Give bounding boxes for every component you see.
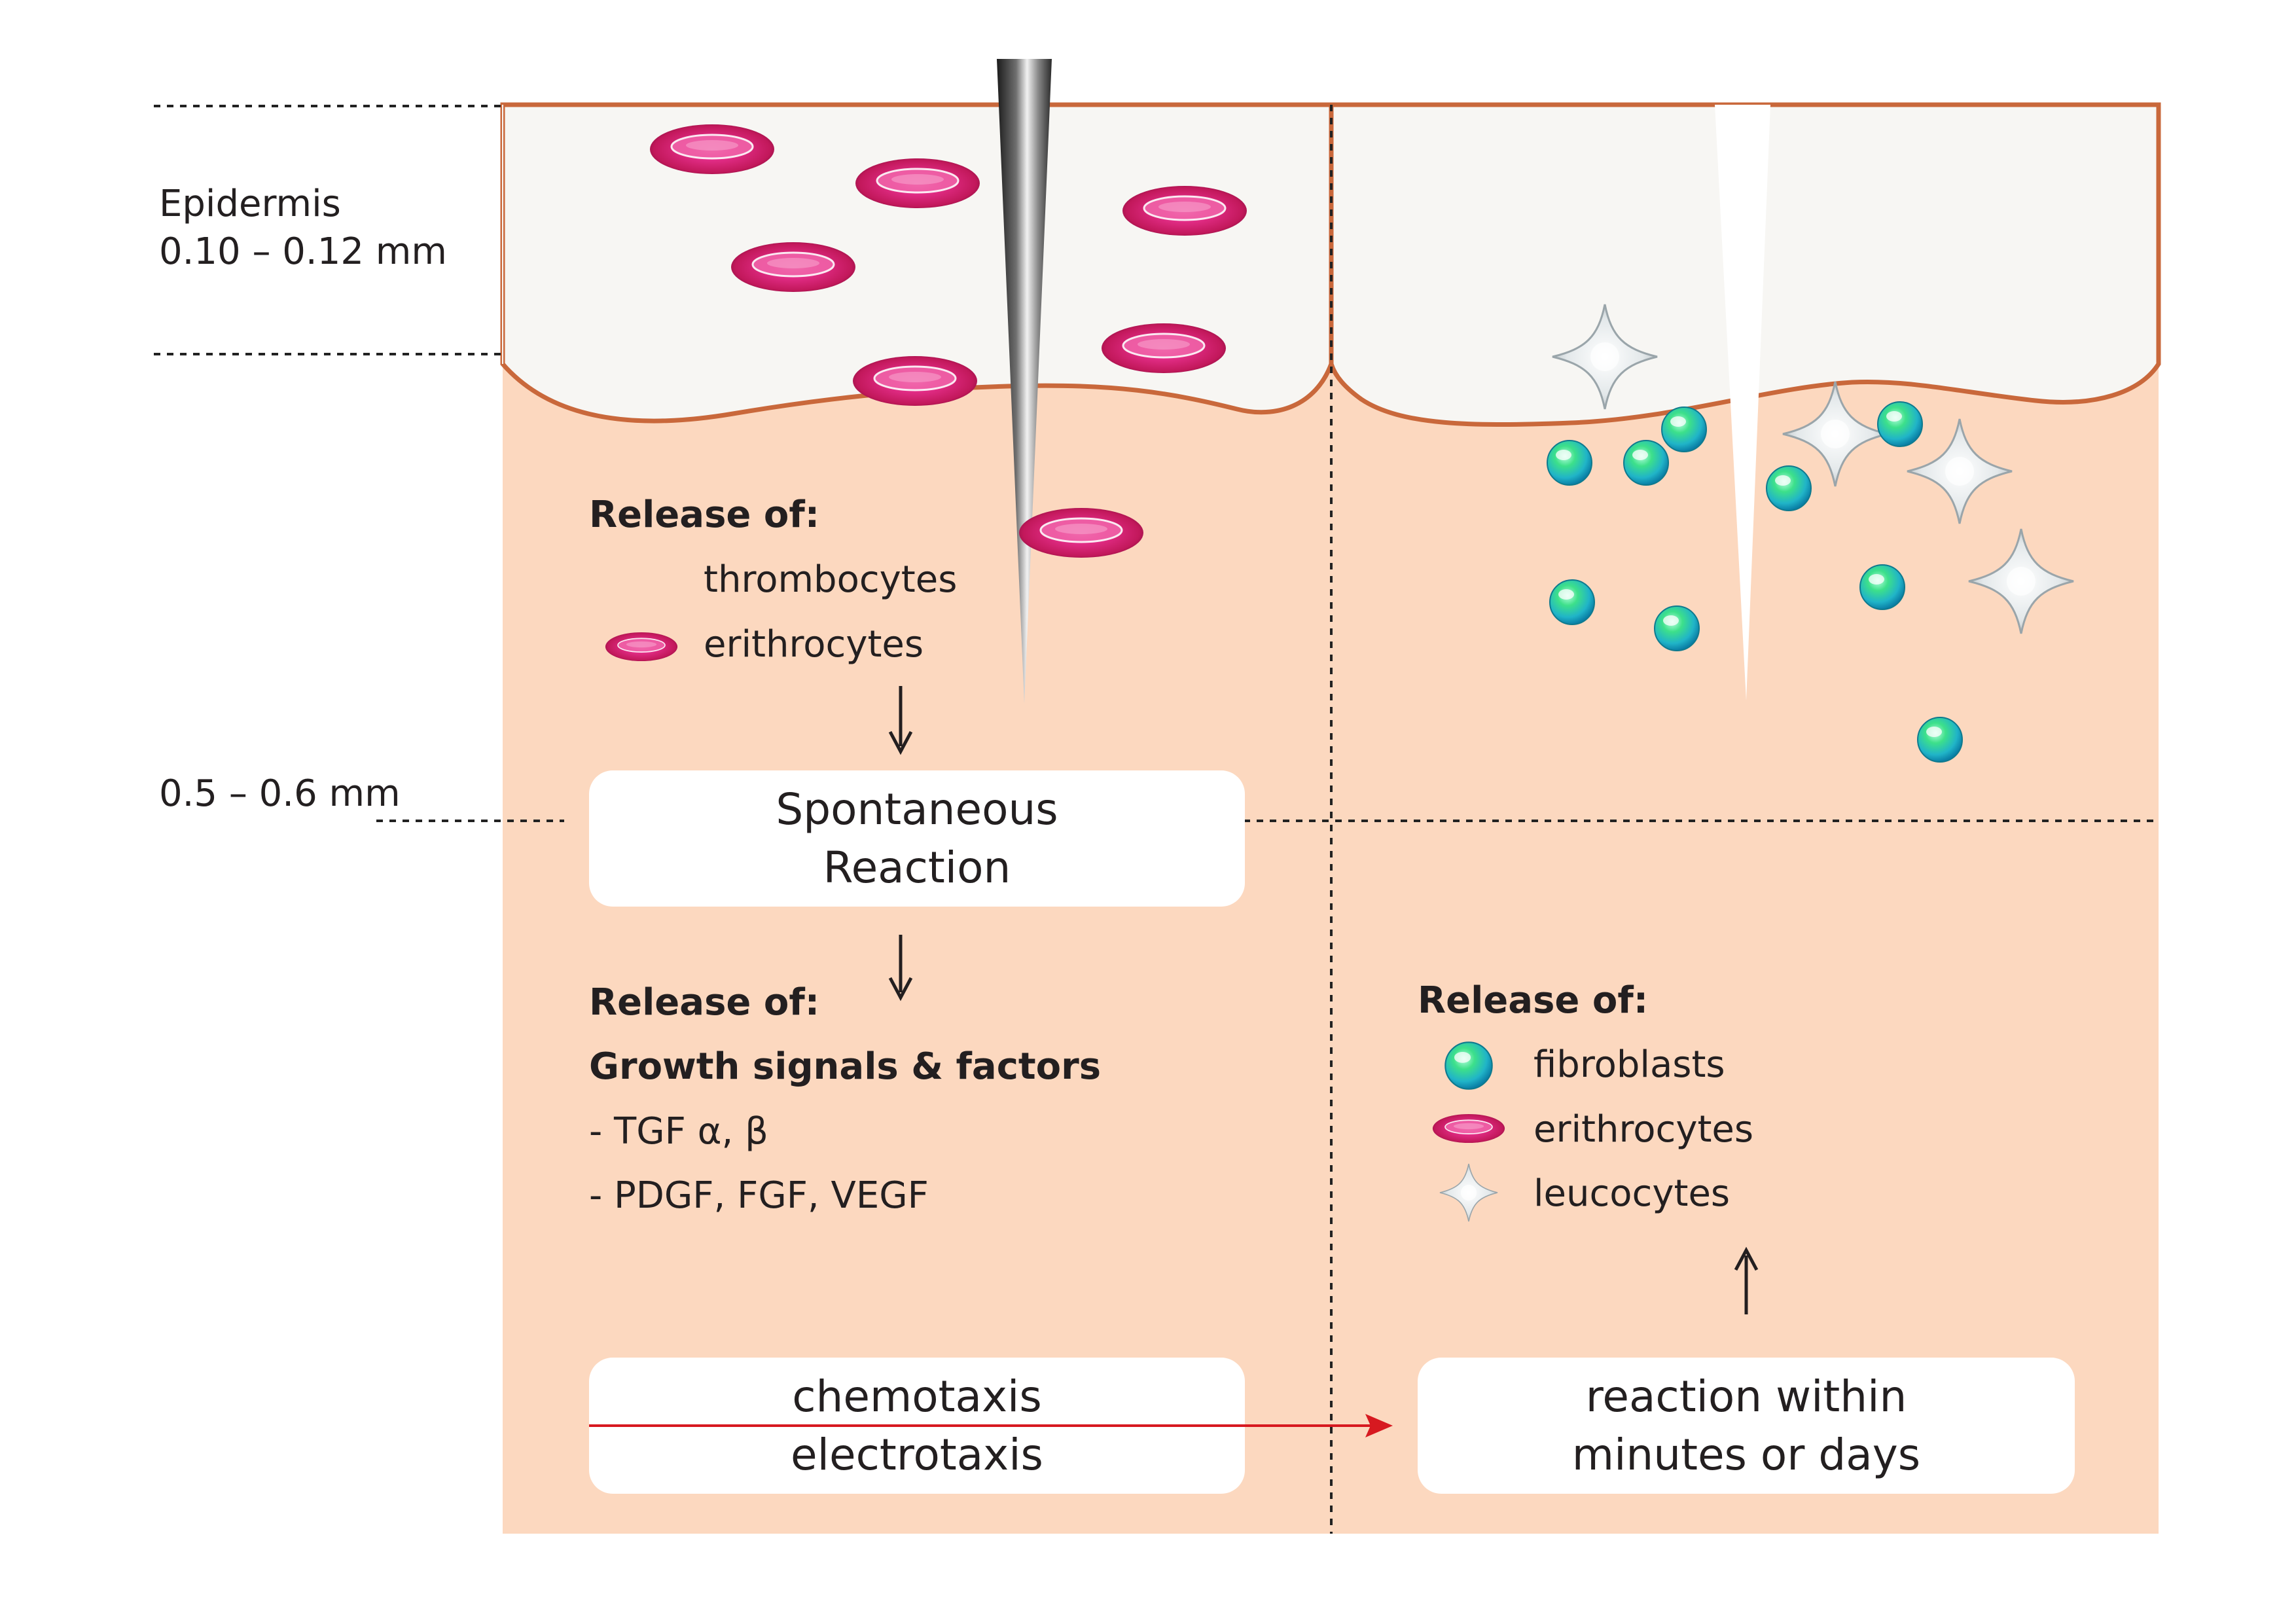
release-title-bottom: Release of: [589, 981, 820, 1024]
epidermis-depth-label: 0.10 – 0.12 mm [159, 230, 447, 273]
growth-item-tgf: - TGF α, β [589, 1110, 768, 1153]
growth-signals-title: Growth signals & factors [589, 1045, 1102, 1088]
electrotaxis-label: electrotaxis [791, 1430, 1043, 1480]
reaction-time-box: reaction within minutes or days [1418, 1358, 2075, 1494]
fibroblasts-label: fibroblasts [1534, 1043, 1725, 1086]
thrombocytes-label: thrombocytes [704, 558, 958, 601]
reaction-line-2: minutes or days [1571, 1430, 1921, 1480]
erithrocytes-label-right: erithrocytes [1534, 1108, 1754, 1151]
puncture-channel [1715, 105, 1770, 700]
epidermis-label: Epidermis [159, 183, 341, 225]
growth-item-pdgf: - PDGF, FGF, VEGF [589, 1174, 929, 1217]
spontaneous-line-2: Reaction [823, 842, 1011, 893]
microneedle [997, 59, 1052, 704]
release-title-right: Release of: [1418, 979, 1649, 1022]
spontaneous-reaction-box: Spontaneous Reaction [589, 770, 1245, 907]
red-arrowhead [1365, 1414, 1393, 1437]
leucocytes-label: leucocytes [1534, 1172, 1731, 1215]
erithrocytes-label-left: erithrocytes [704, 623, 924, 666]
dermis-depth-label: 0.5 – 0.6 mm [159, 772, 401, 815]
release-title-top: Release of: [589, 494, 820, 536]
spontaneous-line-1: Spontaneous [776, 784, 1058, 835]
chemotaxis-label: chemotaxis [792, 1371, 1042, 1422]
reaction-line-1: reaction within [1585, 1371, 1907, 1422]
